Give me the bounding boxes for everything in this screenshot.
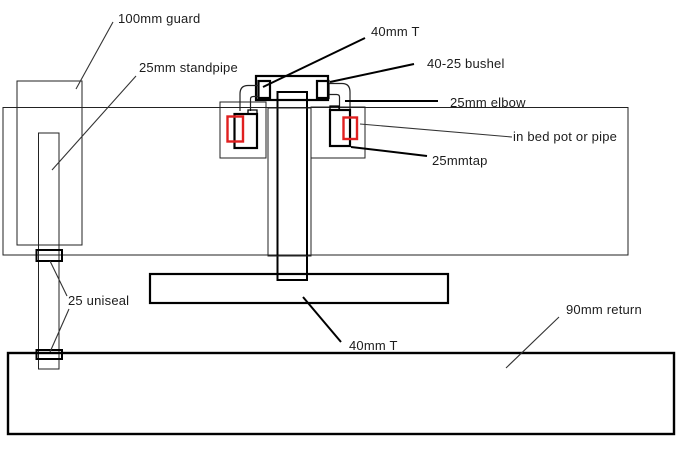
leader-tee-top <box>262 37 366 88</box>
uniseal-fitting-bottom <box>35 349 63 360</box>
pot-pipe-right <box>328 108 352 148</box>
leader-return <box>505 316 560 369</box>
label-standpipe: 25mm standpipe <box>139 60 238 75</box>
elbow-left <box>239 84 259 111</box>
tap-left <box>226 115 245 143</box>
label-uniseal: 25 uniseal <box>68 293 130 308</box>
leader-standpipe <box>51 75 137 171</box>
leader-tap <box>350 146 428 157</box>
pot-pipe-left <box>233 112 259 150</box>
leader-tee-bottom <box>302 296 342 343</box>
label-guard: 100mm guard <box>118 11 201 26</box>
leader-in-bed-pot <box>359 123 513 138</box>
bushel-right <box>315 79 330 100</box>
label-bushel: 40-25 bushel <box>427 56 505 71</box>
elbow-right <box>329 82 351 109</box>
riser-pipe-outline <box>276 91 308 281</box>
label-tee-bottom: 40mm T <box>349 338 398 353</box>
label-elbow: 25mm elbow <box>450 95 526 110</box>
label-return: 90mm return <box>566 302 642 317</box>
label-in-bed-pot: in bed pot or pipe <box>513 129 618 144</box>
leader-bushel <box>329 63 415 83</box>
label-tee-top: 40mm T <box>371 24 420 39</box>
distributor-tee-outline <box>148 272 450 305</box>
label-tap: 25mmtap <box>432 153 488 168</box>
riser-sleeve-outline <box>267 107 312 257</box>
bushel-left <box>257 79 272 100</box>
pot-right-outline <box>310 106 366 159</box>
uniseal-fitting-top <box>35 249 63 262</box>
pot-pipe-left-notch <box>247 109 258 114</box>
sump-tank-outline <box>6 351 676 436</box>
pot-left-outline <box>219 101 267 159</box>
leader-guard <box>75 21 114 90</box>
pot-pipe-right-notch <box>329 105 340 110</box>
guard-outline <box>16 80 83 246</box>
leader-uniseal-upper <box>49 260 68 297</box>
leader-uniseal-lower <box>49 308 70 353</box>
tap-right <box>342 116 359 141</box>
